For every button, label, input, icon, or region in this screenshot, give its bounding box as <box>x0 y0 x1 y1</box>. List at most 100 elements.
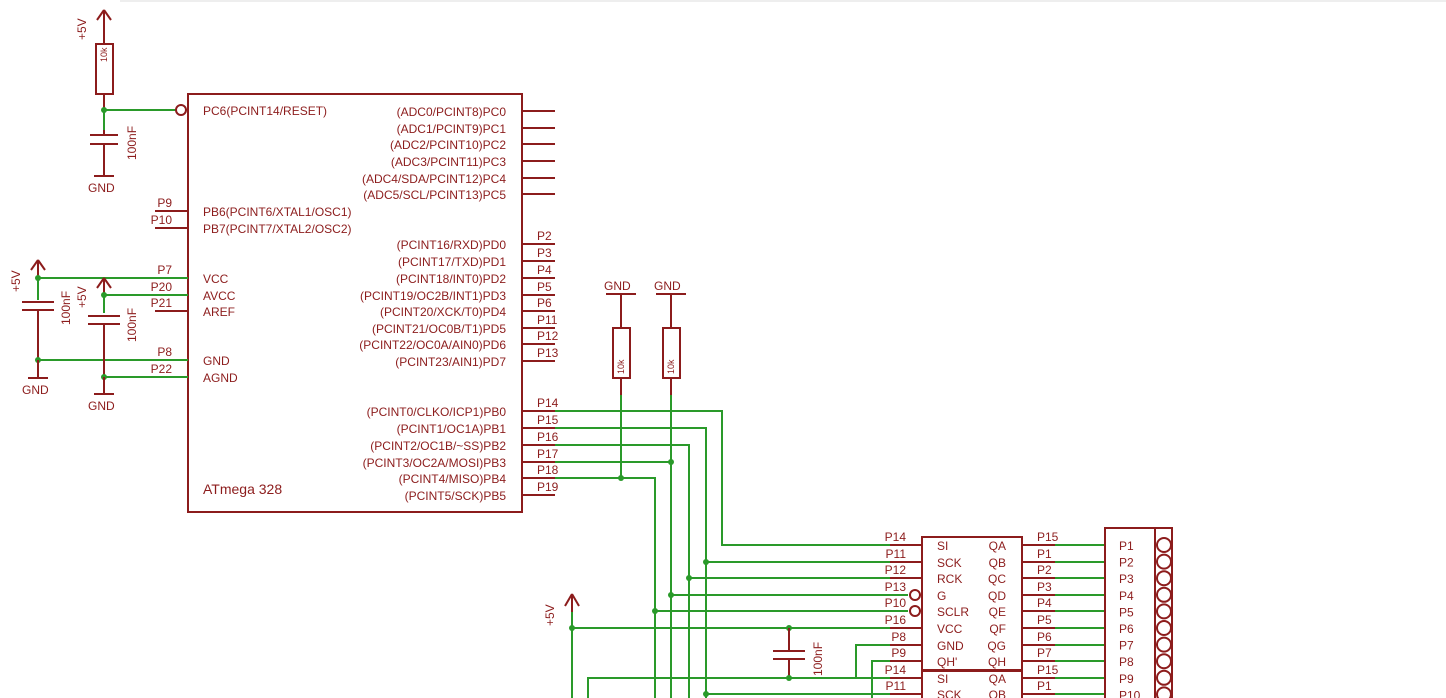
sr1-right-pin-net: P2 <box>1037 563 1052 577</box>
sr1-left-pin-label: RCK <box>937 572 962 586</box>
gnd-label-1: GND <box>22 383 49 397</box>
connector-pin-pad[interactable] <box>1156 620 1172 636</box>
connector-pin-pad[interactable] <box>1156 669 1172 686</box>
sr2-left-pin-label: SI <box>937 672 948 686</box>
spi-bus-wires <box>555 395 920 698</box>
chip-right-pin-label: (PCINT0/CLKO/ICP1)PB0 <box>367 405 507 419</box>
connector-pin-pad[interactable] <box>1156 686 1172 698</box>
chip-right-pin-label: (PCINT1/OC1A)PB1 <box>397 422 507 436</box>
chip-power-decoupling: +5V 100nF GND +5V 100nF GND <box>9 259 188 413</box>
chip-right-pin-net: P13 <box>537 346 559 360</box>
reset-gnd-label: GND <box>88 181 115 195</box>
sr-vcc-label: +5V <box>543 604 557 626</box>
chip-left-pin-label: PB7(PCINT7/XTAL2/OSC2) <box>203 222 352 236</box>
sr1-left-pin-label: GND <box>937 639 964 653</box>
chip-right-pin-label: (PCINT17/TXD)PD1 <box>398 255 506 269</box>
chip-right-pin-label: (PCINT3/OC2A/MOSI)PB3 <box>363 456 507 470</box>
sr1-right-pin-label: QA <box>989 539 1006 553</box>
avcc-decoupling-capacitor[interactable] <box>88 315 120 377</box>
reset-cap-value: 100nF <box>125 126 139 160</box>
chip-right-pin-label: (PCINT4/MISO)PB4 <box>399 472 507 486</box>
reset-vcc-label: +5V <box>75 18 89 40</box>
chip-right-pin-net: P14 <box>537 396 559 410</box>
connector-pin-label: P6 <box>1119 622 1134 636</box>
shift-register-power: +5V 100nF <box>543 593 920 698</box>
connector-pin-pad[interactable] <box>1156 636 1172 653</box>
sr1-left-pin-net: P12 <box>885 563 907 577</box>
reset-pin-inverter <box>175 104 187 116</box>
chip-right-pin-label: (ADC4/SDA/PCINT12)PC4 <box>362 172 506 186</box>
sr1-left-pin-label: VCC <box>937 622 963 636</box>
avcc-cap-value: 100nF <box>125 308 139 342</box>
sr1-g-inverter <box>909 589 921 601</box>
connector-pin-label: P5 <box>1119 605 1134 619</box>
chip-right-pin-label: (PCINT2/OC1B/~SS)PB2 <box>370 439 506 453</box>
sr1-left-pin-label: SI <box>937 539 948 553</box>
chip-right-pin-label: (PCINT23/AIN1)PD7 <box>395 355 506 369</box>
vcc-cap-value: 100nF <box>59 291 73 325</box>
connector-pin-label: P4 <box>1119 589 1134 603</box>
chip-right-pin-label: (ADC3/PCINT11)PC3 <box>391 155 506 169</box>
sr1-left-pins: SIP14SCKP11RCKP12GP13SCLRP10VCCP16GNDP8Q… <box>885 530 970 669</box>
chip-left-pin-net: P8 <box>157 345 172 359</box>
sr1-left-pin-net: P8 <box>891 630 906 644</box>
connector-pin-pad[interactable] <box>1156 570 1172 587</box>
chip-right-pin-label: (PCINT19/OC2B/INT1)PD3 <box>360 289 506 303</box>
sr1-right-pin-label: QD <box>988 589 1006 603</box>
sr1-left-pin-label: SCK <box>937 556 962 570</box>
connector-pin-pad[interactable] <box>1156 653 1172 670</box>
sr1-right-pin-net: P3 <box>1037 580 1052 594</box>
chip-right-pins: (ADC0/PCINT8)PC0(ADC1/PCINT9)PC1(ADC2/PC… <box>359 105 558 503</box>
chip-left-pin-net: P20 <box>151 280 173 294</box>
chip-left-pin-label: AREF <box>203 305 235 319</box>
chip-right-pin-net: P18 <box>537 463 559 477</box>
chip-right-pin-label: (PCINT5/SCK)PB5 <box>405 489 507 503</box>
sr1-left-pin-net: P10 <box>885 596 907 610</box>
reset-circuit: +5V 10k 100nF GND <box>75 9 187 195</box>
sr2-right-pin-label: QB <box>989 688 1006 698</box>
chip-right-pin-net: P16 <box>537 430 559 444</box>
connector-body <box>1104 527 1173 698</box>
reset-resistor-value: 10k <box>99 47 109 62</box>
chip-right-pin-label: (PCINT20/XCK/T0)PD4 <box>380 305 506 319</box>
chip-right-pin-net: P6 <box>537 296 552 310</box>
chip-right-pin-label: (PCINT18/INT0)PD2 <box>396 272 506 286</box>
chip-right-pin-net: P15 <box>537 413 559 427</box>
sr1-left-pin-label: G <box>937 589 946 603</box>
chip-right-pin-net: P3 <box>537 246 552 260</box>
sr1-right-pin-net: P6 <box>1037 630 1052 644</box>
vcc-decoupling-capacitor[interactable] <box>22 301 54 360</box>
connector-pin-pad[interactable] <box>1156 537 1172 553</box>
reset-capacitor[interactable] <box>90 130 118 176</box>
chip-body <box>187 93 523 513</box>
sr-decoupling-capacitor[interactable] <box>773 628 805 678</box>
pulldown-resistor-1-value: 10k <box>616 359 626 374</box>
sr1-right-pin-net: P5 <box>1037 613 1052 627</box>
shift-register-1[interactable]: SIP14SCKP11RCKP12GP13SCLRP10VCCP16GNDP8Q… <box>885 530 1105 671</box>
chip-right-pin-net: P5 <box>537 280 552 294</box>
chip-right-pin-label: (ADC5/SCL/PCINT13)PC5 <box>363 188 506 202</box>
chip-left-pin-label: AVCC <box>203 289 236 303</box>
chip-right-pin-label: (ADC0/PCINT8)PC0 <box>397 105 507 119</box>
connector-pin-pad[interactable] <box>1156 553 1172 570</box>
chip-right-pin-net: P12 <box>537 329 559 343</box>
chip-right-pin-net: P19 <box>537 480 559 494</box>
pulldown-gnd-label-1: GND <box>604 279 631 293</box>
chip-left-pins: PC6(PCINT14/RESET)PB6(PCINT6/XTAL1/OSC1)… <box>151 104 352 385</box>
connector-pin-label: P9 <box>1119 672 1134 686</box>
sr1-right-pin-label: QH <box>988 655 1006 669</box>
sr1-left-pin-net: P9 <box>891 646 906 660</box>
sr1-right-pin-net: P7 <box>1037 646 1052 660</box>
connector-pin-pad[interactable] <box>1156 603 1172 620</box>
atmega328-chip[interactable]: PC6(PCINT14/RESET)PB6(PCINT6/XTAL1/OSC1)… <box>151 93 559 513</box>
connector-pin-pad[interactable] <box>1156 586 1172 603</box>
sr1-right-pin-label: QG <box>987 639 1006 653</box>
sr2-body <box>921 670 1023 698</box>
sr1-right-pin-net: P15 <box>1037 530 1059 544</box>
sr1-right-pin-net: P1 <box>1037 547 1052 561</box>
